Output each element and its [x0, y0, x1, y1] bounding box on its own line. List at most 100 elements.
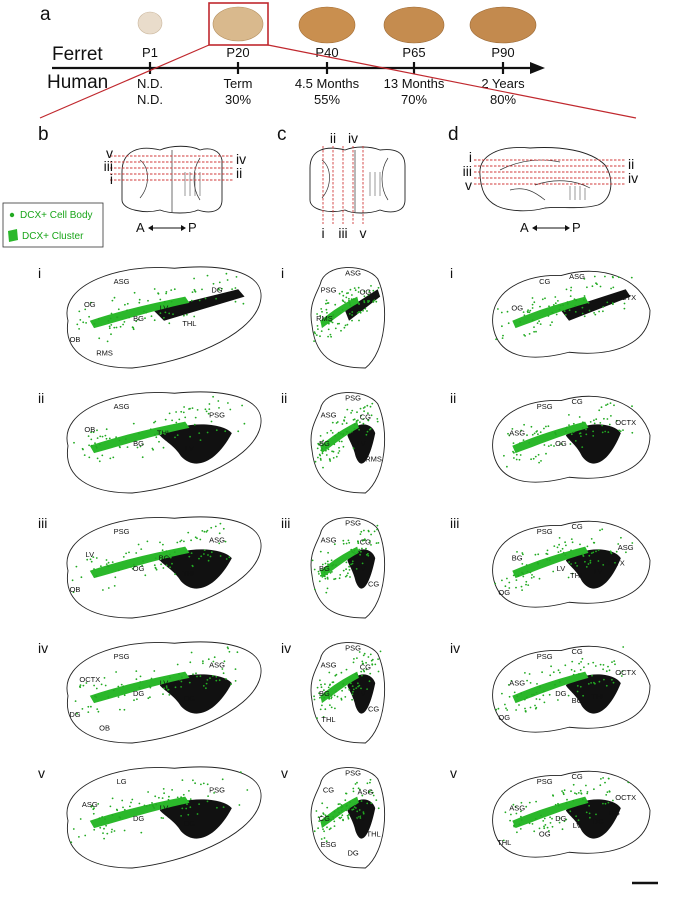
region-label: OG [84, 300, 96, 309]
dcx-cell-dot [526, 570, 529, 573]
dcx-cell-dot [520, 585, 523, 588]
dcx-cell-dot [181, 676, 183, 679]
dcx-cell-dot [327, 302, 330, 304]
dcx-cell-dot [534, 455, 537, 458]
dcx-cell-dot [84, 308, 87, 311]
dcx-cell-dot [351, 294, 353, 296]
dcx-cell-dot [169, 556, 172, 559]
dcx-cell-dot [528, 333, 531, 335]
row-label: ii [38, 390, 44, 406]
dcx-cell-dot [173, 551, 176, 553]
dcx-cell-dot [118, 445, 121, 448]
panel-letter-c: c [277, 124, 287, 145]
dcx-cell-dot [594, 665, 597, 667]
timeline-tick-label: P20 [226, 45, 249, 60]
dcx-cell-dot [622, 429, 624, 431]
axis-b-posterior: P [188, 220, 197, 235]
dcx-cell-dot [196, 409, 199, 411]
dcx-cell-dot [370, 802, 373, 804]
dcx-cell-dot [96, 457, 99, 460]
dcx-cell-dot [604, 430, 607, 433]
dcx-cell-dot [241, 404, 244, 407]
dcx-cell-dot [612, 286, 615, 289]
orient-c-top-0: ii [330, 130, 336, 146]
dcx-cell-dot [138, 298, 141, 301]
dcx-cell-dot [611, 661, 613, 663]
dcx-cell-dot [120, 683, 123, 686]
dcx-cell-dot [176, 663, 179, 666]
dcx-cell-dot [316, 686, 319, 689]
dcx-cell-dot [570, 549, 572, 552]
dcx-cell-dot [322, 812, 325, 814]
dcx-cell-dot [621, 670, 624, 673]
dcx-cell-dot [549, 324, 552, 326]
dcx-cell-dot [533, 330, 535, 333]
dcx-cell-dot [367, 552, 369, 555]
dcx-cell-dot [581, 798, 584, 801]
dcx-cell-dot [350, 548, 353, 551]
dcx-cell-dot [595, 282, 597, 285]
dcx-cell-dot [610, 415, 612, 417]
dcx-cell-dot [320, 308, 323, 310]
dcx-cell-dot [577, 673, 580, 675]
region-label: PSG [537, 527, 553, 536]
dcx-cell-dot [566, 301, 569, 303]
dcx-cell-dot [612, 681, 615, 684]
dcx-cell-dot [362, 539, 365, 541]
dcx-cell-dot [188, 555, 191, 558]
dcx-cell-dot [161, 549, 164, 552]
dcx-cell-dot [205, 682, 208, 685]
dcx-cell-dot [576, 565, 578, 567]
dcx-cell-dot [525, 580, 528, 583]
dcx-cell-dot [528, 442, 531, 444]
dcx-cell-dot [138, 432, 140, 435]
dcx-cell-dot [325, 449, 327, 452]
dcx-cell-dot [568, 309, 571, 312]
dcx-cell-dot [180, 686, 183, 688]
dcx-cell-dot [110, 831, 113, 833]
dcx-cell-dot [318, 573, 320, 575]
dcx-cell-dot [603, 678, 605, 681]
dcx-cell-dot [207, 559, 210, 562]
dcx-cell-dot [530, 458, 532, 461]
dcx-cell-dot [138, 301, 141, 304]
dcx-cell-dot [339, 803, 341, 805]
dcx-cell-dot [554, 683, 556, 686]
dcx-cell-dot [98, 460, 101, 463]
dcx-cell-dot [187, 799, 190, 802]
dcx-cluster [320, 296, 359, 329]
dcx-cell-dot [375, 542, 378, 544]
dcx-cell-dot [115, 436, 117, 438]
dcx-cell-dot [546, 826, 549, 829]
dcx-cell-dot [555, 313, 558, 316]
dcx-cell-dot [191, 291, 194, 293]
dcx-cell-dot [581, 312, 584, 315]
region-label: ASG [345, 269, 361, 278]
dcx-cell-dot [95, 445, 97, 448]
dcx-cell-dot [124, 438, 127, 440]
dcx-cell-dot [631, 405, 633, 408]
dcx-cell-dot [167, 798, 170, 801]
dcx-cell-dot [331, 450, 333, 453]
dcx-cell-dot [99, 435, 102, 438]
dcx-cell-dot [326, 576, 329, 579]
section-outline [66, 766, 262, 869]
dcx-cell-dot [342, 432, 345, 435]
dcx-cell-dot [535, 698, 538, 700]
dcx-cell-dot [557, 669, 560, 672]
timeline-percent: N.D. [137, 92, 163, 107]
dcx-cell-dot [552, 671, 555, 674]
dcx-cell-dot [172, 313, 174, 316]
dcx-cell-dot [531, 297, 534, 299]
dcx-cluster [89, 296, 190, 329]
dcx-cell-dot [612, 799, 614, 802]
dcx-cell-dot [523, 314, 526, 317]
dcx-cell-dot [631, 542, 634, 544]
dcx-cell-dot [142, 443, 144, 446]
dcx-cell-dot [354, 803, 357, 806]
orientation-diagram-d: i iii v ii iv A P [463, 147, 638, 235]
dcx-cell-dot [330, 706, 333, 709]
dcx-cell-dot [583, 666, 585, 669]
